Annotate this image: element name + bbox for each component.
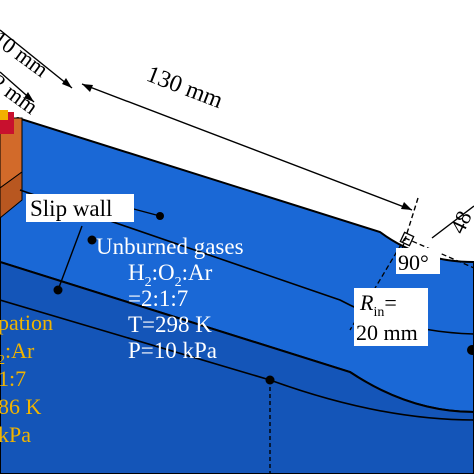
dim-right-line [431,205,474,239]
slip-wall-leader [129,207,161,217]
radius-line-2 [404,237,474,269]
left-leader-point [53,285,63,295]
unburned-point [87,235,97,245]
dim-10mm-line [0,29,73,89]
left-label-2: 2:Ar [0,338,35,368]
left-leader [57,225,83,291]
unburned-temperature: T=298 K [128,312,212,337]
left-label-3: 1:7 [0,366,26,391]
slip-wall-point [156,212,164,220]
ignition-block-side [0,171,23,219]
unburned-composition: H2:O2:Ar [128,260,213,290]
slip-wall-label-bg [26,194,134,222]
channel-front-side [0,260,474,474]
dim-end-dashed [397,197,419,263]
radius-value: 20 mm [356,320,418,345]
unburned-title: Unburned gases [96,234,244,259]
left-label-1: pation [0,310,53,335]
angle-label: 90° [398,250,429,275]
dim-130mm-arrow-left [82,84,93,92]
dim-10mm-arrowhead [62,78,72,88]
bottom-centerline-point [265,375,275,385]
left-label-4: 86 K [0,394,42,419]
angle-label-bg [396,248,440,274]
dim-130mm-line [81,83,413,211]
left-label-5: kPa [0,422,31,447]
radius-label-bg [354,288,428,346]
ignition-yellow-core [0,110,8,120]
dim-right-label: 48 [445,207,474,238]
slip-wall-label: Slip wall [30,196,112,221]
right-angle-marker [399,231,415,247]
unburned-ratio: =2:1:7 [128,286,188,311]
radius-label: Rin= [359,290,397,320]
dim-130mm-label-bg [137,53,242,121]
channel-side-edge [0,299,474,421]
dim-2mm-arrowhead [24,92,34,102]
unburned-pressure: P=10 kPa [128,338,217,363]
right-edge-point [467,345,474,355]
dim-130mm-arrow-right [401,202,412,210]
